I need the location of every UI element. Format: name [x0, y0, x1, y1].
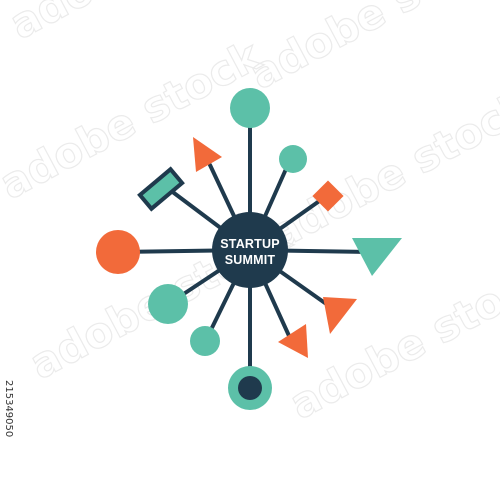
circle-node-icon: [230, 88, 270, 128]
stock-id-text: 215349050: [3, 380, 14, 438]
ring-node-icon: [228, 366, 272, 410]
logo-line-2: SUMMIT: [225, 253, 276, 267]
triangle-node-icon: [323, 297, 357, 334]
circle-node-icon: [148, 284, 188, 324]
circle-node-icon: [279, 145, 307, 173]
nodes: [96, 88, 402, 410]
stock-id-label: 215349050: [2, 380, 16, 495]
hammer-node-icon: [137, 166, 185, 212]
square-node-icon: [312, 180, 344, 212]
watermark-text: adobe stock: [242, 0, 500, 99]
watermark-text: adobe stock: [0, 30, 269, 209]
circle-node-icon: [190, 326, 220, 356]
triangle-node-icon: [278, 324, 308, 358]
circle-node-icon: [96, 230, 140, 274]
arrow-node-icon: [352, 238, 402, 276]
hub-circle: [212, 212, 288, 288]
triangle-node-icon: [193, 137, 222, 172]
central-hub: STARTUP SUMMIT: [212, 212, 288, 288]
logo-line-1: STARTUP: [220, 237, 280, 251]
watermark-text: adobe stock: [282, 250, 500, 429]
